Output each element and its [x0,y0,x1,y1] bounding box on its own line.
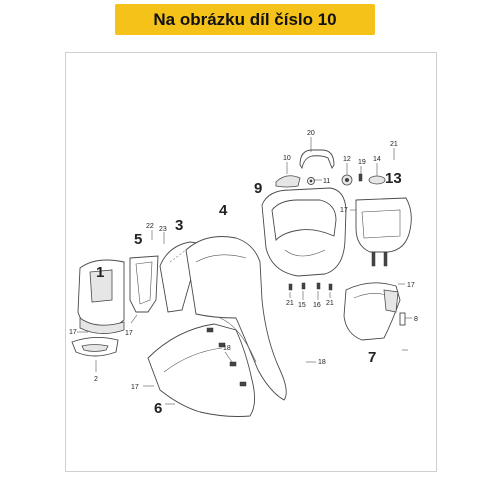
part-19-screw [358,173,363,182]
banner-text: Na obrázku díl číslo 10 [153,9,337,29]
callout-9: 9 [254,180,262,197]
callout-8: 8 [414,316,418,323]
callout-18-b: 18 [318,359,326,366]
callout-7: 7 [368,349,376,366]
callout-20: 20 [307,130,315,137]
part-20-bracket [299,149,335,170]
callout-18-a: 18 [223,345,231,352]
callout-14: 14 [373,156,381,163]
callout-21-c: 21 [326,300,334,307]
callout-1: 1 [96,264,104,281]
callout-17-c: 17 [131,384,139,391]
callout-10: 10 [283,155,291,162]
callout-19: 19 [358,159,366,166]
part-5-center-strip [129,255,159,313]
part-2-lower-trim [71,337,119,357]
callout-5: 5 [134,231,142,248]
callout-3: 3 [175,217,183,234]
diagram-frame [65,52,437,472]
screws-under-shield [288,282,333,291]
part-4-front-shield [185,236,287,401]
callout-23: 23 [159,226,167,233]
callout-4: 4 [219,202,228,219]
callout-13: 13 [385,170,402,187]
callout-22: 22 [146,223,154,230]
leader-lines [77,137,412,405]
part-10-cover [275,175,301,188]
callout-15: 15 [298,302,306,309]
part-1-front-panel [77,259,125,334]
callout-2: 2 [94,376,98,383]
part-7-rear-panel [343,282,401,341]
part-11-grommet [307,177,315,185]
callout-6: 6 [154,400,162,417]
part-6-leg-shield [147,323,255,417]
part-8-clip [399,312,406,326]
callout-16: 16 [313,302,321,309]
callout-labels: 1 2 3 4 5 6 7 8 9 10 11 12 13 14 15 16 1… [69,130,418,417]
callout-17-b: 17 [125,330,133,337]
title-banner: Na obrázku díl číslo 10 [115,4,375,35]
part-13-glovebox-lid [355,197,412,267]
part-12-knob [341,174,353,186]
callout-17-a: 17 [69,329,77,336]
part-14-cover [368,175,386,185]
part-9-inner-shield [261,187,347,277]
callout-11: 11 [323,178,330,185]
callout-17-d: 17 [340,207,348,214]
callout-21-a: 21 [390,141,398,148]
callout-12: 12 [343,156,351,163]
callout-17-e: 17 [407,282,415,289]
callout-21-b: 21 [286,300,294,307]
